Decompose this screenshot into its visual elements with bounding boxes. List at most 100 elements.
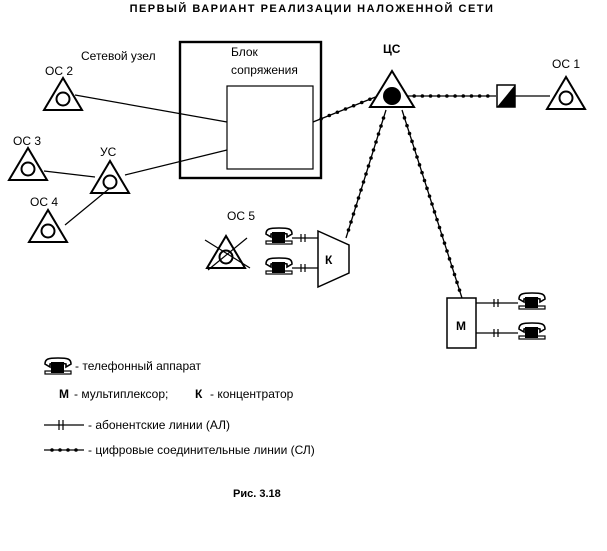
trunk-dot — [442, 241, 447, 245]
legend-telephone-icon — [44, 357, 72, 375]
trunk-dot — [453, 94, 457, 98]
trunk-dot — [432, 210, 437, 214]
trunk-dot — [402, 116, 407, 120]
os4-station-icon — [28, 209, 68, 243]
trunk-dot — [420, 94, 425, 98]
multiplexer-label: М — [456, 319, 466, 333]
interface-block-label-1: Блок — [231, 45, 259, 59]
os3-station-icon — [8, 147, 48, 181]
trunk-dot — [445, 94, 449, 98]
trunk-dot — [346, 228, 351, 232]
trunk-dot — [447, 257, 452, 261]
trunk-dot — [351, 103, 356, 108]
trunk-dot — [381, 116, 386, 120]
trunk-dot — [436, 94, 441, 98]
trunk-dot — [368, 97, 372, 102]
trunk-dot — [364, 172, 368, 176]
trunk-dot — [437, 225, 442, 230]
trunk-dot — [371, 148, 376, 152]
telephone-icon — [518, 322, 546, 340]
os1-station-icon — [546, 76, 586, 110]
central-station-label: ЦС — [383, 42, 401, 56]
legend-digital-dots — [50, 448, 78, 452]
legend-subscriber-text: - абонентские линии (АЛ) — [88, 418, 230, 432]
trunk-dot — [376, 132, 381, 136]
subscriber-lines — [43, 94, 550, 337]
trunk-dot — [359, 188, 363, 192]
network-node-label: Сетевой узел — [81, 49, 156, 63]
os2-label: ОС 2 — [45, 64, 73, 78]
trunk-dot — [417, 163, 422, 167]
trunk-dot — [452, 272, 457, 277]
trunk-dot — [427, 194, 432, 198]
trunk-dot — [477, 94, 482, 98]
trunk-dot — [430, 202, 434, 206]
trunk-dot — [450, 264, 454, 269]
trunk-dot — [486, 94, 490, 98]
os2-station-icon — [43, 77, 83, 111]
trunk-dot — [319, 116, 323, 121]
trunk-dot — [412, 147, 417, 151]
legend-k-letter: К — [195, 387, 203, 401]
trunk-dot — [407, 131, 412, 136]
trunk-dot — [455, 280, 459, 285]
network-node-box — [178, 40, 323, 180]
telephone-icon — [518, 292, 546, 310]
trunk-dot — [410, 139, 414, 144]
trunk-dot — [66, 448, 70, 452]
trunk-dot — [359, 100, 364, 105]
central-station-icon — [368, 69, 416, 108]
trunk-dot — [445, 249, 449, 253]
diagram-title: ПЕРВЫЙ ВАРИАНТ РЕАЛИЗАЦИИ НАЛОЖЕННОЙ СЕТ… — [130, 2, 495, 15]
trunk-dot — [428, 94, 433, 98]
trunk-dot — [343, 107, 348, 111]
trunk-dot — [354, 204, 358, 208]
trunk-dot — [412, 94, 416, 98]
digital-trunk-dots — [319, 94, 490, 292]
interface-block-label-2: сопряжения — [231, 63, 298, 77]
trunk-dot — [457, 288, 462, 292]
trunk-dot — [327, 113, 332, 118]
trunk-dot — [58, 448, 62, 452]
trunk-dot — [50, 448, 54, 452]
trunk-dot — [369, 156, 373, 160]
trunk-dot — [335, 110, 340, 115]
us-label: УС — [100, 145, 117, 159]
telephone-icon — [265, 257, 293, 275]
legend-digital-text: - цифровые соединительные линии (СЛ) — [88, 443, 315, 457]
concentrator-label: К — [325, 253, 333, 267]
legend-m-text: - мультиплексор; — [74, 387, 168, 401]
trunk-dot — [461, 94, 466, 98]
trunk-dot — [422, 178, 427, 183]
converter-icon — [496, 84, 516, 108]
legend: - телефонный аппарат М - мультиплексор; … — [44, 357, 315, 457]
trunk-dot — [415, 155, 419, 159]
multiplexer-box — [446, 297, 477, 349]
trunk-dot — [435, 217, 439, 222]
os5-station-icon — [204, 235, 251, 271]
legend-k-text: - концентратор — [210, 387, 294, 401]
legend-subscriber-line — [44, 420, 84, 430]
trunk-dot — [361, 180, 366, 184]
telephone-icon — [265, 227, 293, 245]
os1-label: ОС 1 — [552, 57, 580, 71]
trunk-dot — [366, 164, 371, 168]
trunk-dot — [351, 212, 356, 216]
concentrator-box — [317, 229, 350, 289]
trunk-dot — [469, 94, 474, 98]
os4-label: ОС 4 — [30, 195, 58, 209]
trunk-dot — [349, 220, 353, 224]
os5-label: ОС 5 — [227, 209, 255, 223]
trunk-dot — [379, 124, 383, 128]
trunk-dot — [440, 233, 444, 238]
trunk-dot — [425, 186, 429, 191]
trunk-dot — [356, 196, 361, 200]
os3-label: ОС 3 — [13, 134, 41, 148]
trunk-dot — [420, 170, 424, 175]
trunk-dot — [374, 140, 378, 144]
legend-phone-text: - телефонный аппарат — [75, 359, 202, 373]
legend-m-letter: М — [59, 387, 69, 401]
figure-caption: Рис. 3.18 — [233, 488, 281, 500]
trunk-dot — [74, 448, 78, 452]
trunk-dot — [405, 123, 409, 128]
